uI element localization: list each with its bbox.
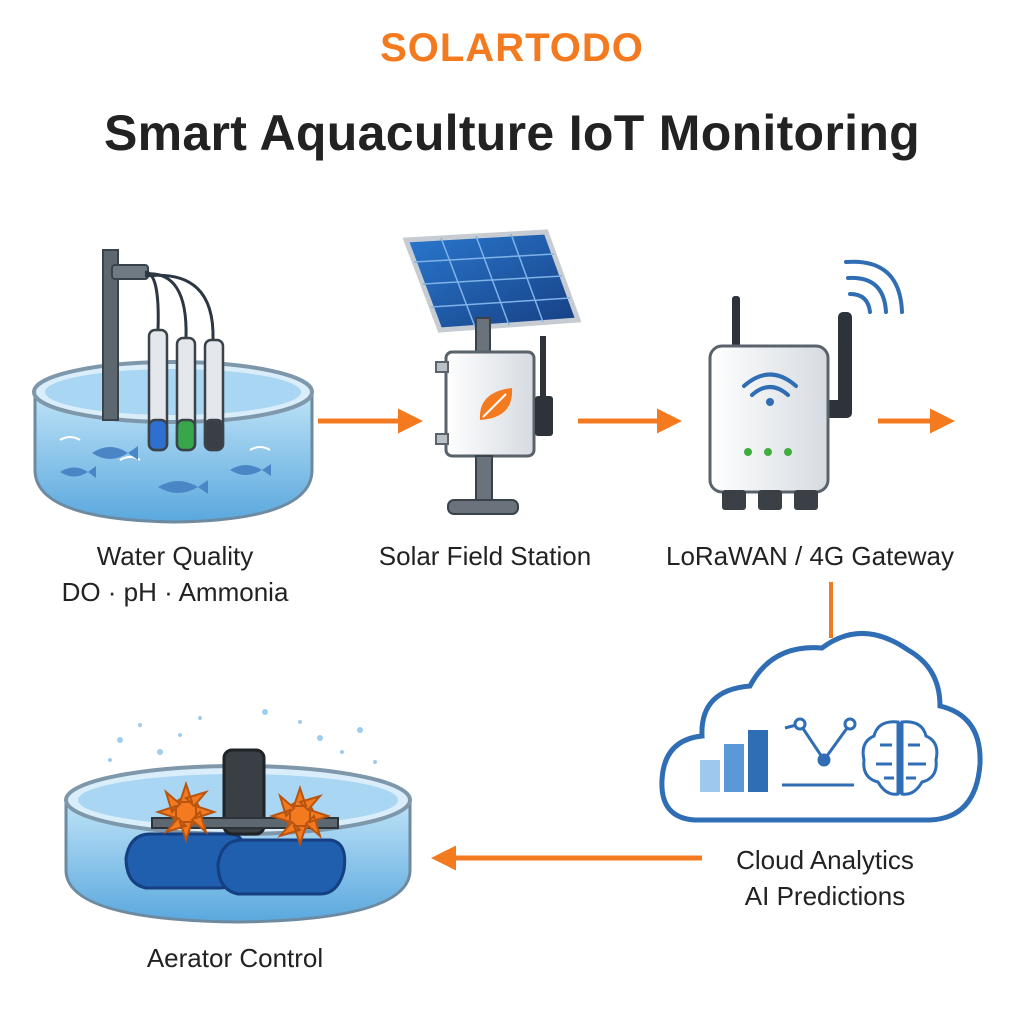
gateway-icon [708,259,904,510]
solar-station-label: Solar Field Station [378,541,592,571]
water-quality-tank-icon [32,249,314,524]
aerator-label: Aerator Control [146,943,324,973]
water-quality-title: Water Quality [96,541,254,571]
cloud-title: Cloud Analytics [736,845,914,875]
gateway-label: LoRaWAN / 4G Gateway [665,541,955,571]
cloud-subtitle: AI Predictions [744,881,906,911]
brand-logo: SOLARTODO [380,26,644,70]
cloud-label: Cloud Analytics AI Predictions [700,842,950,914]
water-quality-params: DO · pH · Ammonia [61,577,289,607]
page-title: Smart Aquaculture IoT Monitoring [103,105,921,161]
wireless-signal-icon [844,259,904,314]
water-quality-label: Water Quality DO · pH · Ammonia [40,538,310,610]
line-chart-icon [782,717,857,787]
cloud-icon [659,631,983,823]
brain-icon [861,720,939,796]
solar-station-icon [402,229,582,515]
bar-chart-icon [700,730,768,792]
aerator-icon [64,709,412,924]
